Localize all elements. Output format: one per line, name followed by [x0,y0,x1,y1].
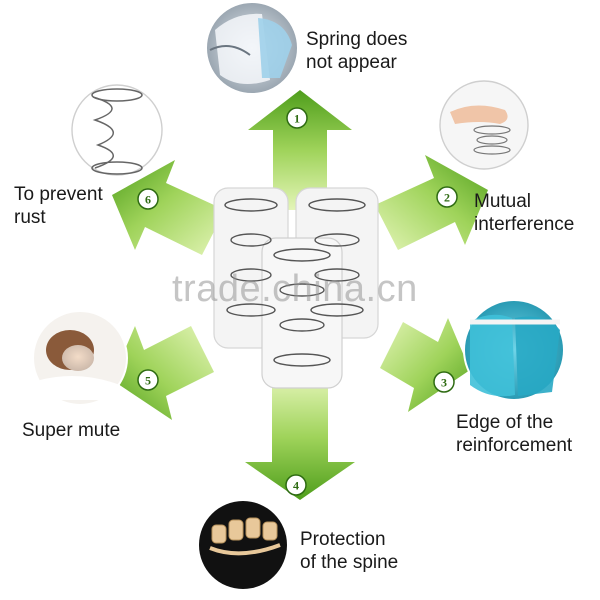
spring-wrap-photo [205,1,299,95]
coil-spring-icon [71,84,163,176]
badge-4: 4 [285,474,307,496]
badge-6: 6 [137,188,159,210]
feature-2-line1: Mutual [474,191,532,212]
feature-1-line1: Spring does [306,29,408,50]
arrow-2 [375,155,488,250]
badge-5: 5 [137,369,159,391]
feature-1-line2: not appear [306,52,397,73]
svg-text:2: 2 [444,191,450,205]
arrow-5 [112,326,214,420]
feature-3-label: Edge of the reinforcement [456,411,572,457]
feature-5-label: Super mute [22,419,120,442]
badge-1: 1 [286,107,308,129]
hand-press-photo [439,80,529,170]
arrow-1 [248,90,352,210]
feature-6-line2: rust [14,207,46,228]
feature-3-line1: Edge of the [456,412,554,433]
feature-6-label: To prevent rust [14,183,103,229]
feature-4-label: Protection of the spine [300,528,398,574]
feature-2-label: Mutual interference [474,190,574,236]
blue-pocket-photo [463,299,565,401]
feature-1-label: Spring does not appear [306,28,407,74]
svg-text:1: 1 [294,112,300,126]
spine-photo [199,501,287,589]
badge-3: 3 [433,371,455,393]
feature-4-line1: Protection [300,529,386,550]
arrow-6 [112,160,225,255]
arrow-4 [245,375,355,500]
feature-2-line2: interference [474,214,575,235]
svg-text:6: 6 [145,193,151,207]
feature-5-line1: Super mute [22,420,121,441]
number-badges: 1 2 3 4 5 6 [137,107,458,496]
svg-text:4: 4 [293,479,299,493]
pocket-spring-icon [213,187,379,389]
sleeping-woman-photo [32,310,128,406]
feature-4-line2: of the spine [300,552,399,573]
svg-text:3: 3 [441,376,447,390]
feature-3-line2: reinforcement [456,435,573,456]
watermark: trade.china.cn [172,268,418,310]
svg-text:5: 5 [145,374,151,388]
badge-2: 2 [436,186,458,208]
feature-6-line1: To prevent [14,184,103,205]
arrow-3 [380,318,470,412]
